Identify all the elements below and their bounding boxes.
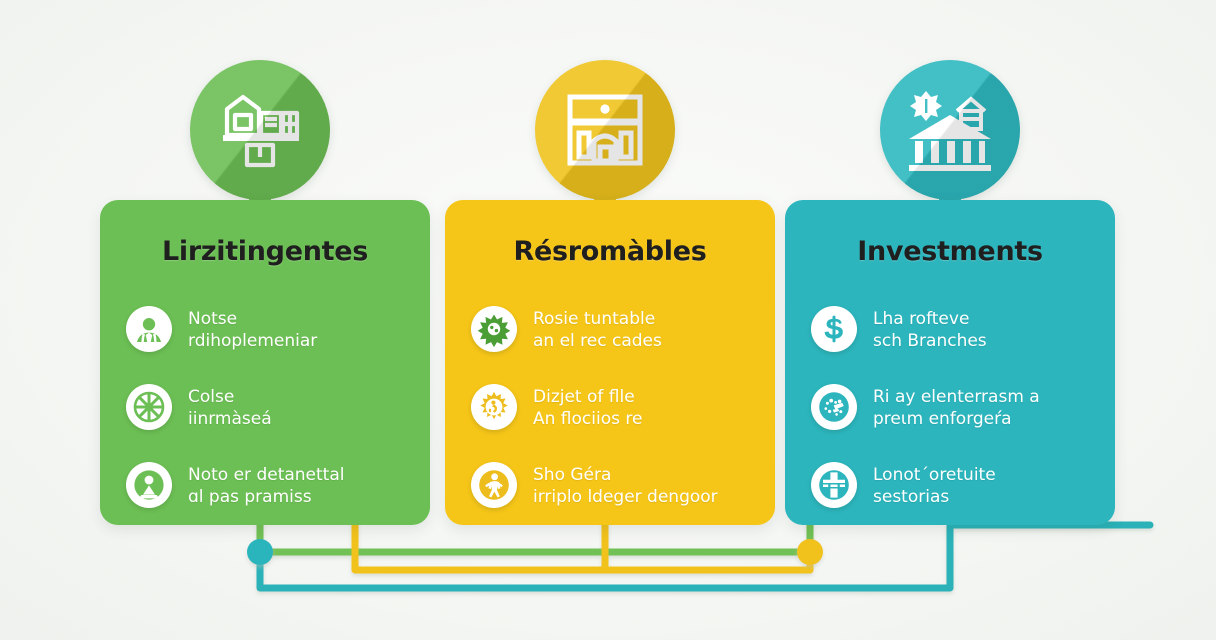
list-item-text: Sho Géra irriplo ldeger dengoor — [533, 460, 718, 508]
item-line-2: An flociios re — [533, 409, 643, 430]
connector-node-yellow — [797, 539, 823, 565]
list-item[interactable]: Rosie tuntable an el rec cades — [471, 304, 759, 366]
item-line-2: ɑl pas pramiss — [188, 487, 312, 508]
list-item-text: Lha roftevе sch Branches — [873, 304, 987, 352]
item-line-2: preιm enforgeŕa — [873, 409, 1012, 430]
sparkle-dots-icon — [811, 384, 857, 430]
item-line-1: Ri ay elenterrasm a — [873, 387, 1040, 407]
card-title-2: Résromàbles — [513, 236, 707, 267]
list-item[interactable]: Dizjet of flle An flociios re — [471, 382, 759, 444]
card-column-2[interactable]: Résromàbles Rosie tuntable — [445, 200, 775, 525]
list-item-text: Ri ay elenterrasm a preιm enforgeŕa — [873, 382, 1040, 430]
storefront-building-icon — [223, 94, 300, 168]
item-line-1: Lonot´oretuite — [873, 465, 996, 485]
badge-storefront-building[interactable] — [190, 60, 330, 200]
item-line-1: Colse — [188, 387, 235, 407]
list-item-text: Dizjet of flle An flociios re — [533, 382, 642, 430]
list-item-text: Notse rdihoplemeniar — [188, 304, 317, 352]
card-items-2: Rosie tuntable an el rec cades — [471, 304, 759, 538]
list-item-text: Colse iinrmàseá — [188, 382, 272, 430]
card-items-1: Notse rdihoplemeniar — [126, 304, 414, 538]
green-leafy-gear-icon — [471, 306, 517, 352]
item-line-2: sch Branches — [873, 331, 987, 352]
item-line-1: Sho Géra — [533, 465, 612, 485]
ship-wheel-icon — [126, 384, 172, 430]
card-column-3[interactable]: Investments Lha roftevе sch Branches — [785, 200, 1115, 525]
list-item[interactable]: Ri ay elenterrasm a preιm enforgeŕa — [811, 382, 1099, 444]
running-person-icon — [471, 462, 517, 508]
plus-cross-icon — [811, 462, 857, 508]
list-item-text: Lonot´oretuite sestorias — [873, 460, 996, 508]
badge-shop-facade[interactable] — [535, 60, 675, 200]
bank-columns-icon — [909, 91, 991, 171]
item-line-2: rdihoplemeniar — [188, 331, 318, 352]
list-item[interactable]: Lha roftevе sch Branches — [811, 304, 1099, 366]
card-items-3: Lha roftevе sch Branches — [811, 304, 1099, 538]
dollar-sign-icon — [811, 306, 857, 352]
item-line-1: Dizjet of flle — [533, 387, 635, 407]
list-item-text: Rosie tuntable an el rec cades — [533, 304, 662, 352]
businessman-avatar-icon — [126, 306, 172, 352]
list-item[interactable]: Notse rdihoplemeniar — [126, 304, 414, 366]
item-line-1: Notse — [188, 309, 238, 329]
item-line-2: sestorias — [873, 487, 950, 508]
list-item[interactable]: Colse iinrmàseá — [126, 382, 414, 444]
list-item[interactable]: Lonot´oretuite sestorias — [811, 460, 1099, 522]
badge-bank-columns[interactable] — [880, 60, 1020, 200]
item-line-1: Rosie tuntable — [533, 309, 656, 329]
item-line-2: an el rec cades — [533, 331, 662, 352]
list-item[interactable]: Sho Géra irriplo ldeger dengoor — [471, 460, 759, 522]
card-column-1[interactable]: Lirzitingentes Notse rdihoplemeniar — [100, 200, 430, 525]
list-item[interactable]: Noto er detanettal ɑl pas pramiss — [126, 460, 414, 522]
shop-facade-icon — [567, 94, 643, 166]
sunburst-figure-icon — [471, 384, 517, 430]
person-pawn-icon — [126, 462, 172, 508]
item-line-1: Noto er detanettal — [188, 465, 345, 485]
connector-node-teal — [247, 539, 273, 565]
card-title-1: Lirzitingentes — [161, 236, 369, 267]
item-line-1: Lha roftevе — [873, 309, 970, 329]
item-line-2: iinrmàseá — [188, 409, 272, 430]
list-item-text: Noto er detanettal ɑl pas pramiss — [188, 460, 344, 508]
item-line-2: irriplo ldeger dengoor — [533, 487, 718, 508]
card-title-3: Investments — [857, 236, 1043, 267]
